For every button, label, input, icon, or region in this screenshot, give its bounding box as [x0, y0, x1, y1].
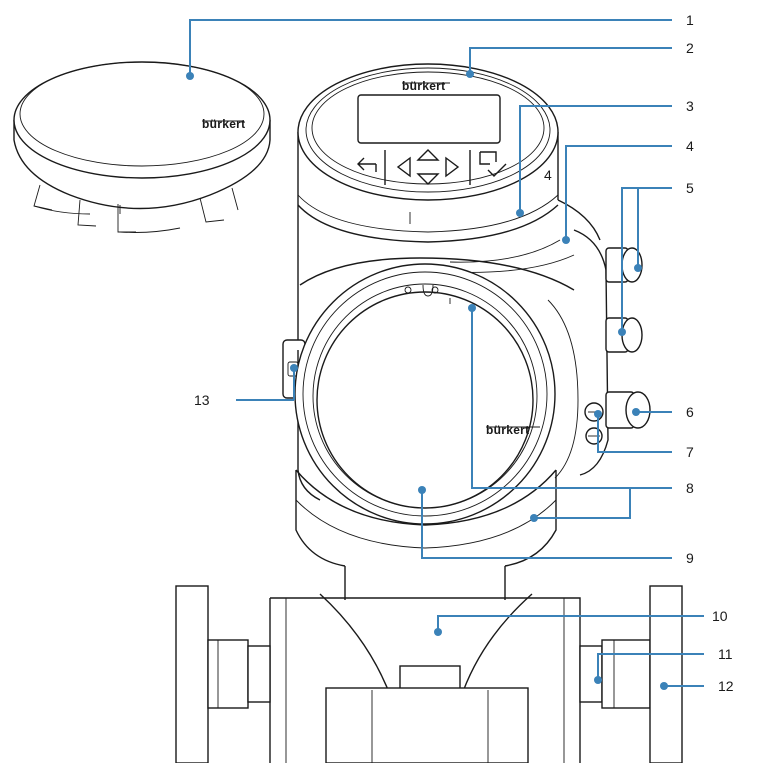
callout-11: 11	[718, 646, 733, 662]
callout-6: 6	[686, 404, 694, 420]
right-flange	[579, 585, 683, 763]
housing-marker-digit: 4	[544, 167, 552, 183]
front-cover: bürkert	[294, 263, 557, 567]
callout-10: 10	[712, 608, 728, 624]
callout-numbers: 1 2 3 4 5 6 7 8 9 10 11 12 13	[194, 12, 734, 694]
back-arrow-icon	[357, 157, 377, 172]
display-brand-label: bürkert	[402, 79, 445, 93]
display-screen	[357, 94, 501, 144]
callout-5: 5	[686, 180, 694, 196]
callout-1: 1	[686, 12, 694, 28]
callout-9: 9	[686, 550, 694, 566]
callout-13: 13	[194, 392, 210, 408]
left-flange	[175, 585, 271, 763]
callout-4: 4	[686, 138, 694, 154]
loose-cover: bürkert	[13, 61, 271, 233]
callout-7: 7	[686, 444, 694, 460]
arrow-up-icon	[416, 149, 440, 161]
callout-leaders	[186, 19, 704, 690]
arrow-left-icon	[396, 156, 411, 178]
front-window	[316, 291, 534, 509]
sensor-body	[269, 566, 581, 763]
enter-key-icon	[479, 151, 507, 177]
cover-brand-label: bürkert	[202, 117, 245, 131]
callout-12: 12	[718, 678, 734, 694]
arrow-right-icon	[445, 156, 460, 178]
arrow-down-icon	[416, 173, 440, 185]
front-brand-label: bürkert	[486, 423, 529, 437]
callout-3: 3	[686, 98, 694, 114]
callout-8: 8	[686, 480, 694, 496]
display-housing: bürkert 4	[297, 63, 559, 350]
cable-gland-right	[605, 391, 651, 429]
callout-2: 2	[686, 40, 694, 56]
